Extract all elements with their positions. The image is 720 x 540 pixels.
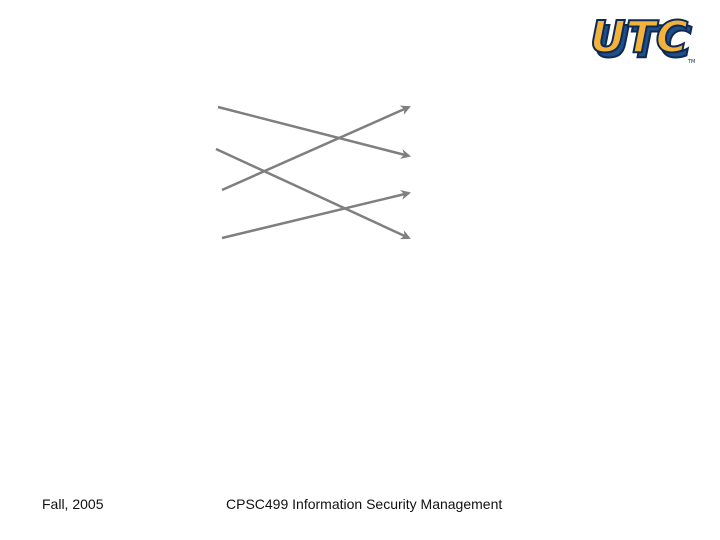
logo-text: UTC [590, 12, 688, 63]
arrow-4 [221, 190, 411, 240]
arrow-2 [215, 147, 411, 240]
arrow-3 [221, 105, 411, 192]
footer-course-title: CPSC499 Information Security Management [226, 496, 503, 512]
arrow-1 [217, 105, 411, 159]
utc-logo: UTC UTC TM [589, 11, 695, 66]
logo-shadow-text: UTC [594, 17, 692, 66]
logo-trademark: TM [687, 59, 695, 65]
footer-date: Fall, 2005 [42, 496, 104, 512]
